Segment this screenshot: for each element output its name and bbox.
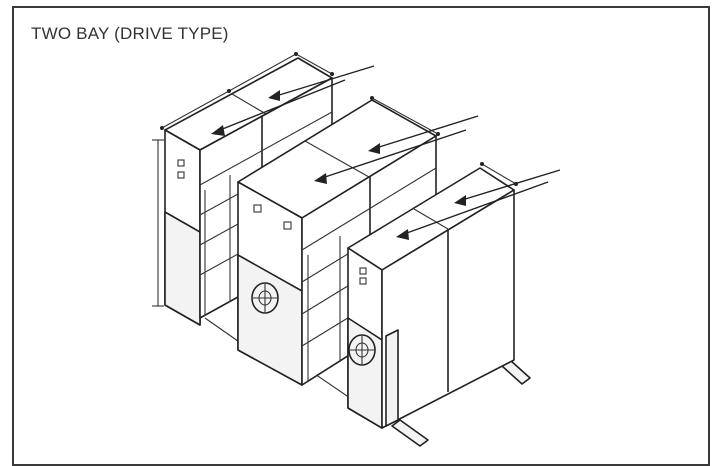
diagram-title: TWO BAY (DRIVE TYPE) bbox=[31, 24, 229, 43]
pointer-arrows bbox=[211, 65, 561, 240]
floor-rails bbox=[204, 317, 531, 447]
drive-handwheel-icon[interactable] bbox=[348, 334, 376, 366]
dimension-lines bbox=[152, 52, 518, 307]
front-shelving-unit bbox=[347, 167, 515, 429]
drive-handwheel-icon[interactable] bbox=[251, 282, 279, 314]
